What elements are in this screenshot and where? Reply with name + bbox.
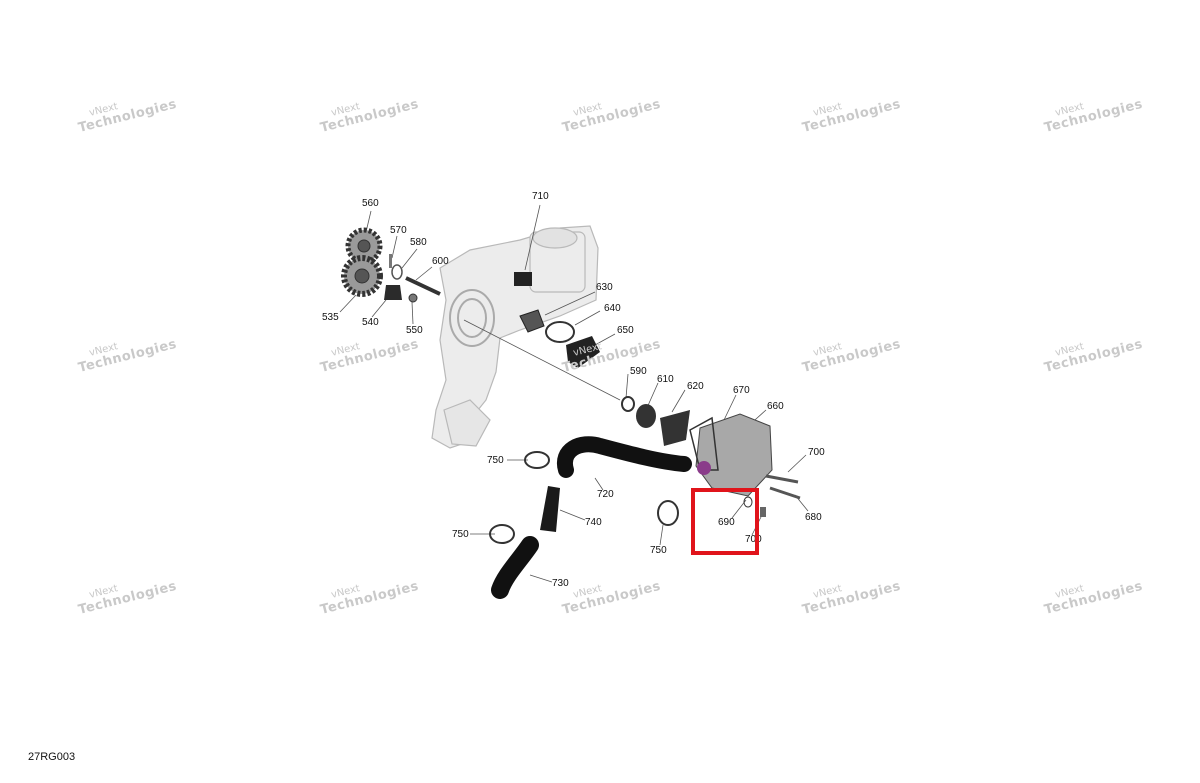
callout-750-right[interactable]: 750	[650, 545, 667, 556]
clamps-750	[489, 451, 679, 544]
callout-535[interactable]: 535	[322, 312, 339, 323]
hose-730	[491, 536, 539, 599]
seal-590	[621, 396, 635, 412]
thermostat-630	[519, 309, 545, 333]
callout-750-top[interactable]: 750	[487, 455, 504, 466]
cover-650	[566, 336, 600, 368]
callout-630[interactable]: 630	[596, 282, 613, 293]
callout-710[interactable]: 710	[532, 191, 549, 202]
bushing-540	[384, 285, 402, 300]
leader-lines	[339, 204, 809, 583]
bolt-700-upper	[765, 474, 799, 484]
callout-550[interactable]: 550	[406, 325, 423, 336]
pin-570	[389, 254, 392, 268]
engine-case	[431, 225, 599, 449]
callout-700-upper[interactable]: 700	[808, 447, 825, 458]
callout-590[interactable]: 590	[630, 366, 647, 377]
diagram-code: 27RG003	[28, 751, 76, 763]
callout-540[interactable]: 540	[362, 317, 379, 328]
callout-560[interactable]: 560	[362, 198, 379, 209]
callout-640[interactable]: 640	[604, 303, 621, 314]
callout-720[interactable]: 720	[597, 489, 614, 500]
ring-580	[391, 264, 403, 280]
callout-580[interactable]: 580	[410, 237, 427, 248]
callout-680[interactable]: 680	[805, 512, 822, 523]
housing-outlet	[697, 461, 711, 475]
bolt-700-lower	[760, 507, 766, 517]
gear-535	[341, 255, 383, 297]
shaft-600	[405, 276, 441, 296]
callout-620[interactable]: 620	[687, 381, 704, 392]
gear-560	[345, 227, 383, 265]
callout-600[interactable]: 600	[432, 256, 449, 267]
oring-640	[545, 321, 575, 343]
pump-housing-660	[695, 413, 773, 497]
callout-570[interactable]: 570	[390, 225, 407, 236]
callout-690[interactable]: 690	[718, 517, 735, 528]
case-gasket	[449, 289, 495, 347]
callout-750-left[interactable]: 750	[452, 529, 469, 540]
highlight-box	[691, 488, 759, 555]
callout-730[interactable]: 730	[552, 578, 569, 589]
callout-740[interactable]: 740	[585, 517, 602, 528]
fitting-740	[540, 486, 560, 532]
callout-670[interactable]: 670	[733, 385, 750, 396]
impeller-620	[660, 410, 690, 446]
bolt-680	[769, 486, 801, 500]
bolt-550	[408, 293, 418, 303]
oring-690	[743, 496, 753, 508]
seal-610	[636, 404, 656, 428]
callout-650[interactable]: 650	[617, 325, 634, 336]
gasket-670	[689, 416, 719, 471]
part-710	[514, 272, 532, 286]
hose-720	[556, 436, 692, 478]
callout-660[interactable]: 660	[767, 401, 784, 412]
callout-610[interactable]: 610	[657, 374, 674, 385]
callout-700-lower[interactable]: 700	[745, 534, 762, 545]
